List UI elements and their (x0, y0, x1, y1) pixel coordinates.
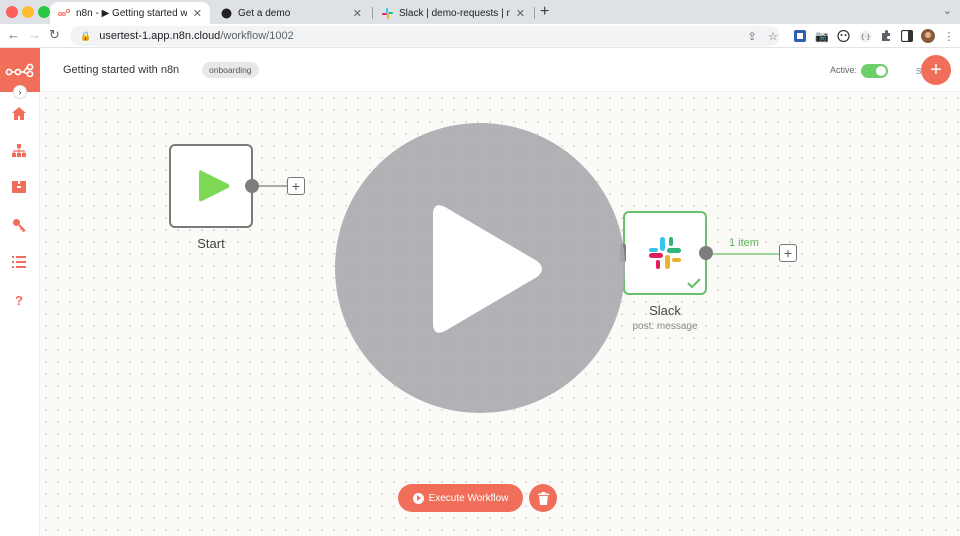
slack-logo-icon (649, 237, 681, 269)
slack-node-subtitle: post: message (632, 321, 698, 332)
play-icon (199, 170, 230, 202)
url-host: usertest-1.app.n8n.cloud (99, 30, 221, 42)
maximize-window-button[interactable] (38, 6, 50, 18)
delete-execution-button[interactable] (529, 484, 557, 512)
svg-text:{·}: {·} (860, 34, 870, 41)
tab-title: n8n - ▶ Getting started with n8n (76, 7, 187, 19)
minimize-window-button[interactable] (22, 6, 34, 18)
extension-code-icon[interactable]: {·} (858, 29, 872, 43)
tab-title: Get a demo (238, 7, 291, 19)
extension-face-icon[interactable] (836, 29, 850, 43)
workflow-tag[interactable]: onboarding (202, 62, 259, 78)
connection-line (259, 185, 287, 187)
start-output-port[interactable] (245, 179, 259, 193)
trash-icon (537, 491, 549, 505)
url-path: /workflow/1002 (220, 30, 294, 42)
workflow-name[interactable]: Getting started with n8n (63, 64, 180, 76)
start-add-next-button[interactable]: + (287, 177, 305, 195)
tab-n8n-workflow[interactable]: n8n - ▶ Getting started with n8n ✕ (50, 2, 210, 24)
share-icon[interactable]: ⇪ (747, 30, 757, 43)
help-icon[interactable]: ? (15, 292, 23, 308)
new-tab-button[interactable]: + (540, 3, 550, 20)
home-icon[interactable] (10, 104, 28, 122)
black-circle-favicon-icon (220, 7, 232, 19)
success-check-icon (687, 278, 701, 289)
expand-sidebar-chevron-icon[interactable]: › (13, 85, 27, 99)
box-icon[interactable] (10, 178, 28, 196)
network-icon[interactable] (10, 141, 28, 159)
back-arrow-icon[interactable]: ← (7, 27, 20, 42)
output-item-count: 1 item (729, 237, 759, 249)
close-tab-icon[interactable]: ✕ (352, 7, 362, 20)
play-circle-icon (412, 492, 424, 504)
add-node-button[interactable]: + (921, 55, 951, 85)
list-icon[interactable] (10, 253, 28, 271)
sidebar: › ? (0, 48, 40, 536)
tab-separator (372, 7, 373, 19)
close-window-button[interactable] (6, 6, 18, 18)
extensions-puzzle-icon[interactable] (879, 29, 893, 43)
browser-toolbar: ← → ↻ 🔒 usertest-1.app.n8n.cloud/workflo… (0, 24, 960, 48)
side-panel-icon[interactable] (900, 29, 914, 43)
slack-add-next-button[interactable]: + (779, 244, 797, 262)
extension-blue-icon[interactable] (793, 29, 807, 43)
tab-separator (534, 7, 535, 19)
key-icon[interactable] (10, 216, 28, 234)
kebab-menu-icon[interactable]: ⋮ (943, 30, 955, 43)
n8n-logo-icon[interactable] (0, 48, 40, 92)
lock-icon: 🔒 (80, 30, 92, 41)
execute-workflow-label: Execute Workflow (428, 492, 509, 504)
profile-avatar-icon[interactable] (921, 29, 935, 43)
start-node-label: Start (197, 236, 225, 251)
browser-tab-bar: n8n - ▶ Getting started with n8n ✕ Get a… (0, 0, 960, 24)
forward-arrow-icon[interactable]: → (28, 27, 41, 42)
close-tab-icon[interactable]: ✕ (192, 7, 202, 20)
video-play-overlay[interactable] (335, 123, 625, 413)
address-bar[interactable]: 🔒 usertest-1.app.n8n.cloud/workflow/1002 (70, 26, 780, 46)
connection-line (713, 253, 779, 255)
camera-icon[interactable]: 📷 (815, 30, 829, 43)
tab-slack[interactable]: Slack | demo-requests | n8n ✕ (373, 2, 533, 24)
execute-workflow-button[interactable]: Execute Workflow (398, 484, 523, 512)
slack-node[interactable] (623, 211, 707, 295)
close-tab-icon[interactable]: ✕ (515, 7, 525, 20)
tab-search-chevron-icon[interactable]: ⌄ (942, 5, 952, 17)
active-label: Active: (830, 65, 858, 75)
workflow-header: Getting started with n8n onboarding Acti… (40, 48, 960, 92)
tab-get-a-demo[interactable]: Get a demo ✕ (212, 2, 370, 24)
active-toggle[interactable] (861, 64, 888, 78)
play-icon (433, 205, 542, 333)
n8n-favicon-icon (58, 7, 70, 19)
slack-favicon-icon (381, 7, 393, 19)
bookmark-star-icon[interactable]: ☆ (768, 30, 778, 43)
tab-title: Slack | demo-requests | n8n (399, 7, 510, 19)
slack-node-label: Slack (649, 303, 681, 318)
start-node[interactable] (169, 144, 253, 228)
reload-icon[interactable]: ↻ (49, 27, 60, 42)
slack-output-port[interactable] (699, 246, 713, 260)
